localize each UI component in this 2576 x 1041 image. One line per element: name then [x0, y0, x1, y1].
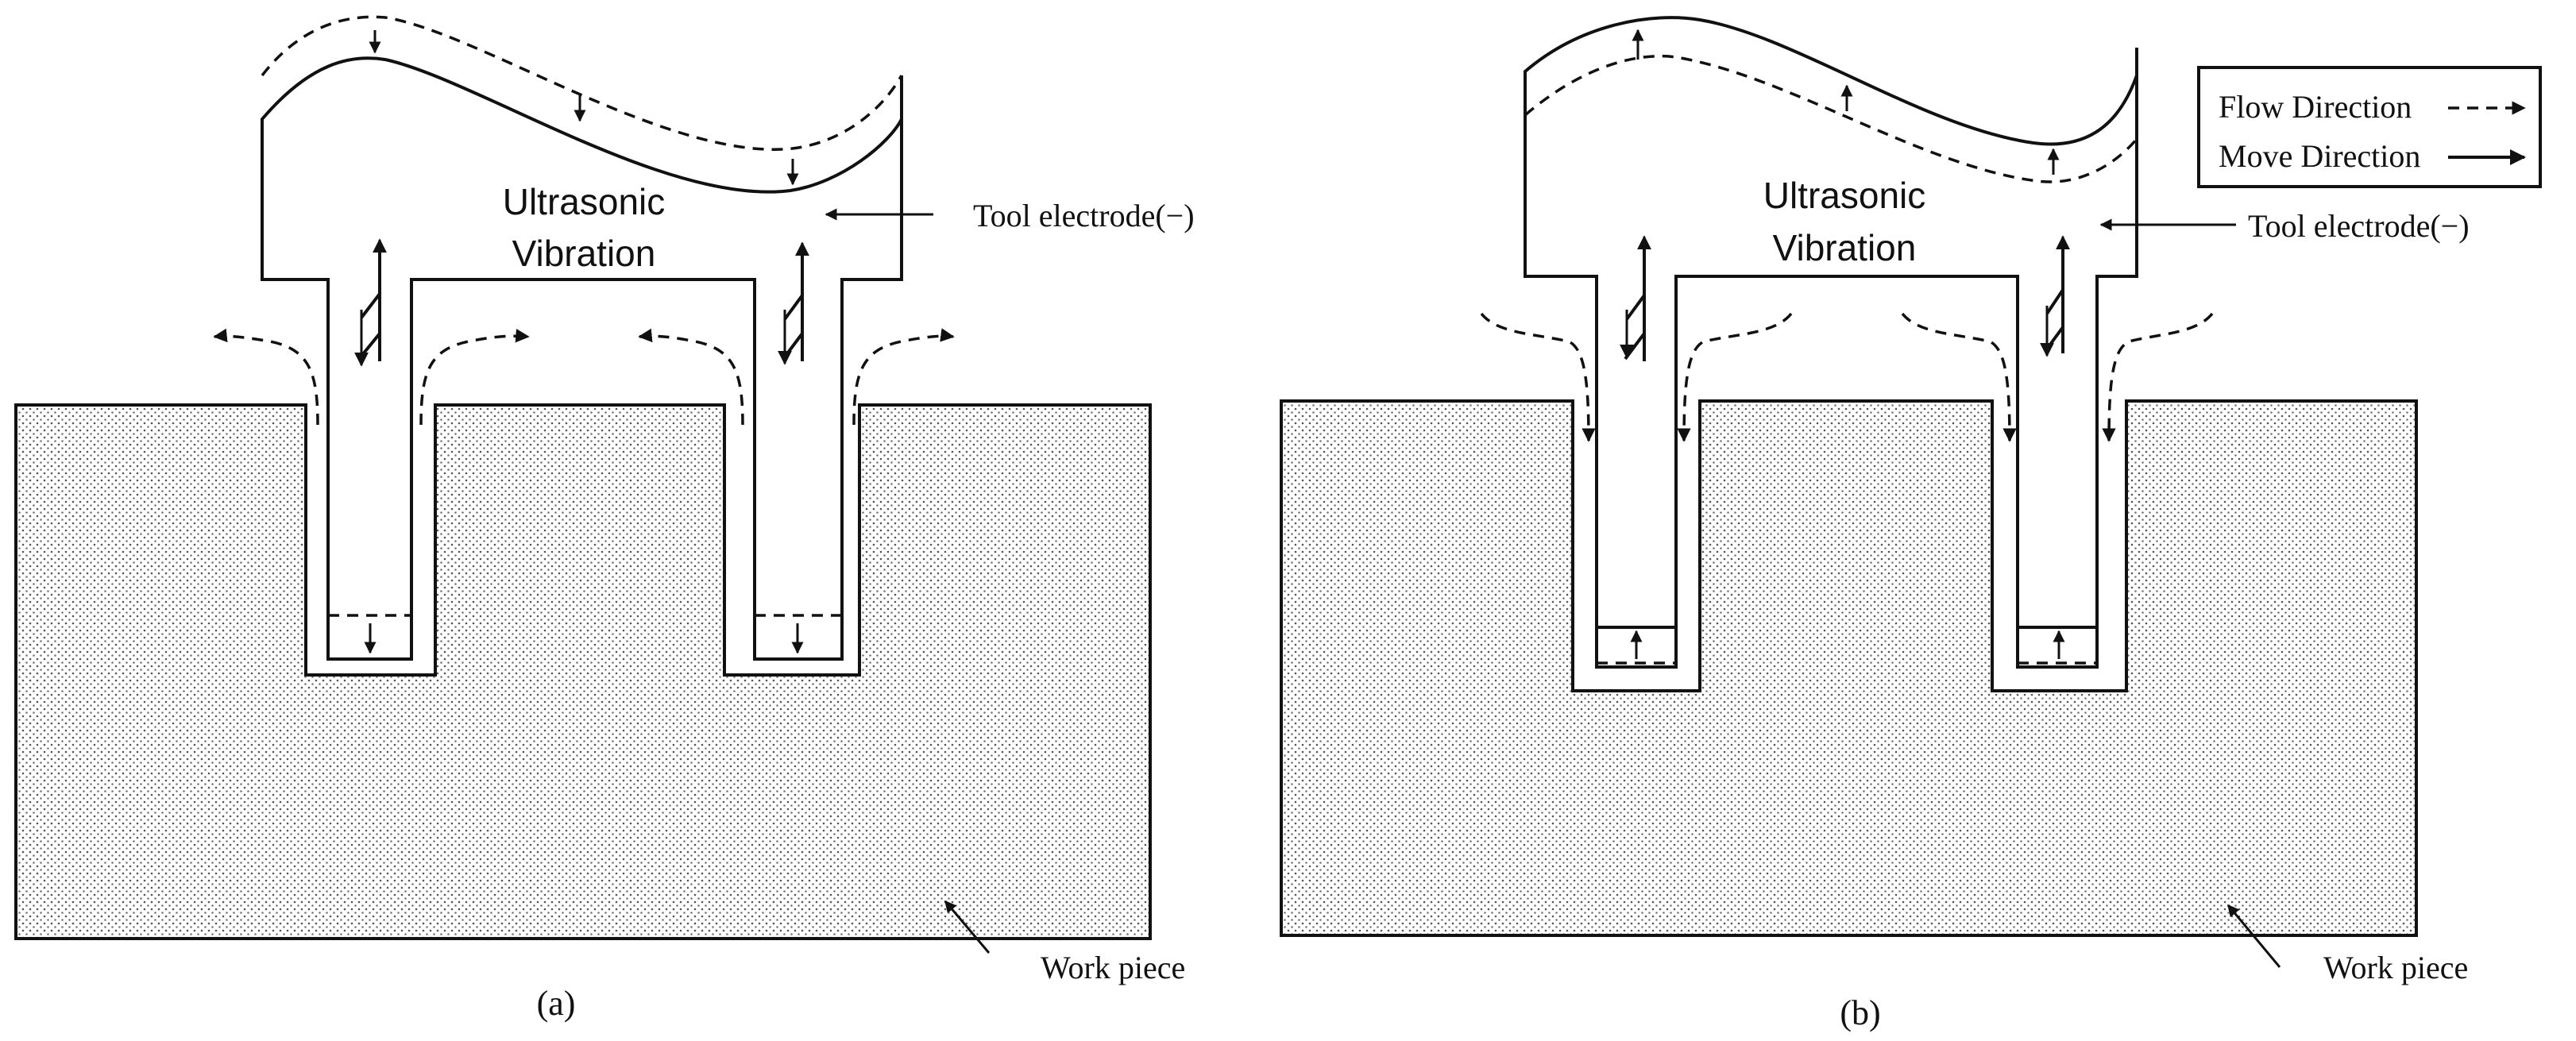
panel-b: Ultrasonic Vibration Tool electrode(−) W… [1280, 16, 2470, 1032]
flow-in-arrow [1677, 312, 1793, 442]
flow-out-arrow [213, 328, 319, 426]
flow-in-arrow [1480, 312, 1596, 442]
workpiece-label-b: Work piece [2323, 950, 2468, 985]
panel-a: Ultrasonic Vibration Tool electrode(−) W… [14, 15, 1195, 1023]
workpiece-b [1280, 399, 2418, 937]
workpiece-pointer-arrow [944, 900, 991, 954]
legend-box [2197, 66, 2542, 188]
legend-flow-label: Flow Direction [2219, 89, 2412, 125]
flow-curve-top-a [261, 15, 903, 151]
workpiece-a [14, 403, 1152, 940]
flow-in-arrow [1901, 312, 2017, 442]
workpiece-pointer-arrow [2226, 904, 2281, 968]
flow-out-arrow [638, 328, 744, 426]
tool-label-a: Tool electrode(−) [973, 198, 1195, 233]
vibration-label-a-line2: Vibration [512, 233, 656, 274]
workpiece-label-a: Work piece [1041, 950, 1185, 985]
vibration-label-b-line1: Ultrasonic [1763, 175, 1926, 216]
vibration-label-a-line1: Ultrasonic [503, 181, 666, 222]
tool-electrode-a [261, 56, 903, 661]
legend: Flow Direction Move Direction [2197, 66, 2542, 188]
tool-label-b: Tool electrode(−) [2248, 208, 2470, 244]
vibration-label-b-line2: Vibration [1773, 227, 1917, 268]
flow-in-arrow [2102, 312, 2214, 442]
caption-b: (b) [1840, 993, 1880, 1032]
legend-move-label: Move Direction [2219, 138, 2420, 174]
flow-curve-top-b [1524, 54, 2138, 183]
caption-a: (a) [537, 984, 576, 1023]
flow-out-arrow [852, 328, 955, 426]
flow-out-arrow [419, 329, 530, 426]
